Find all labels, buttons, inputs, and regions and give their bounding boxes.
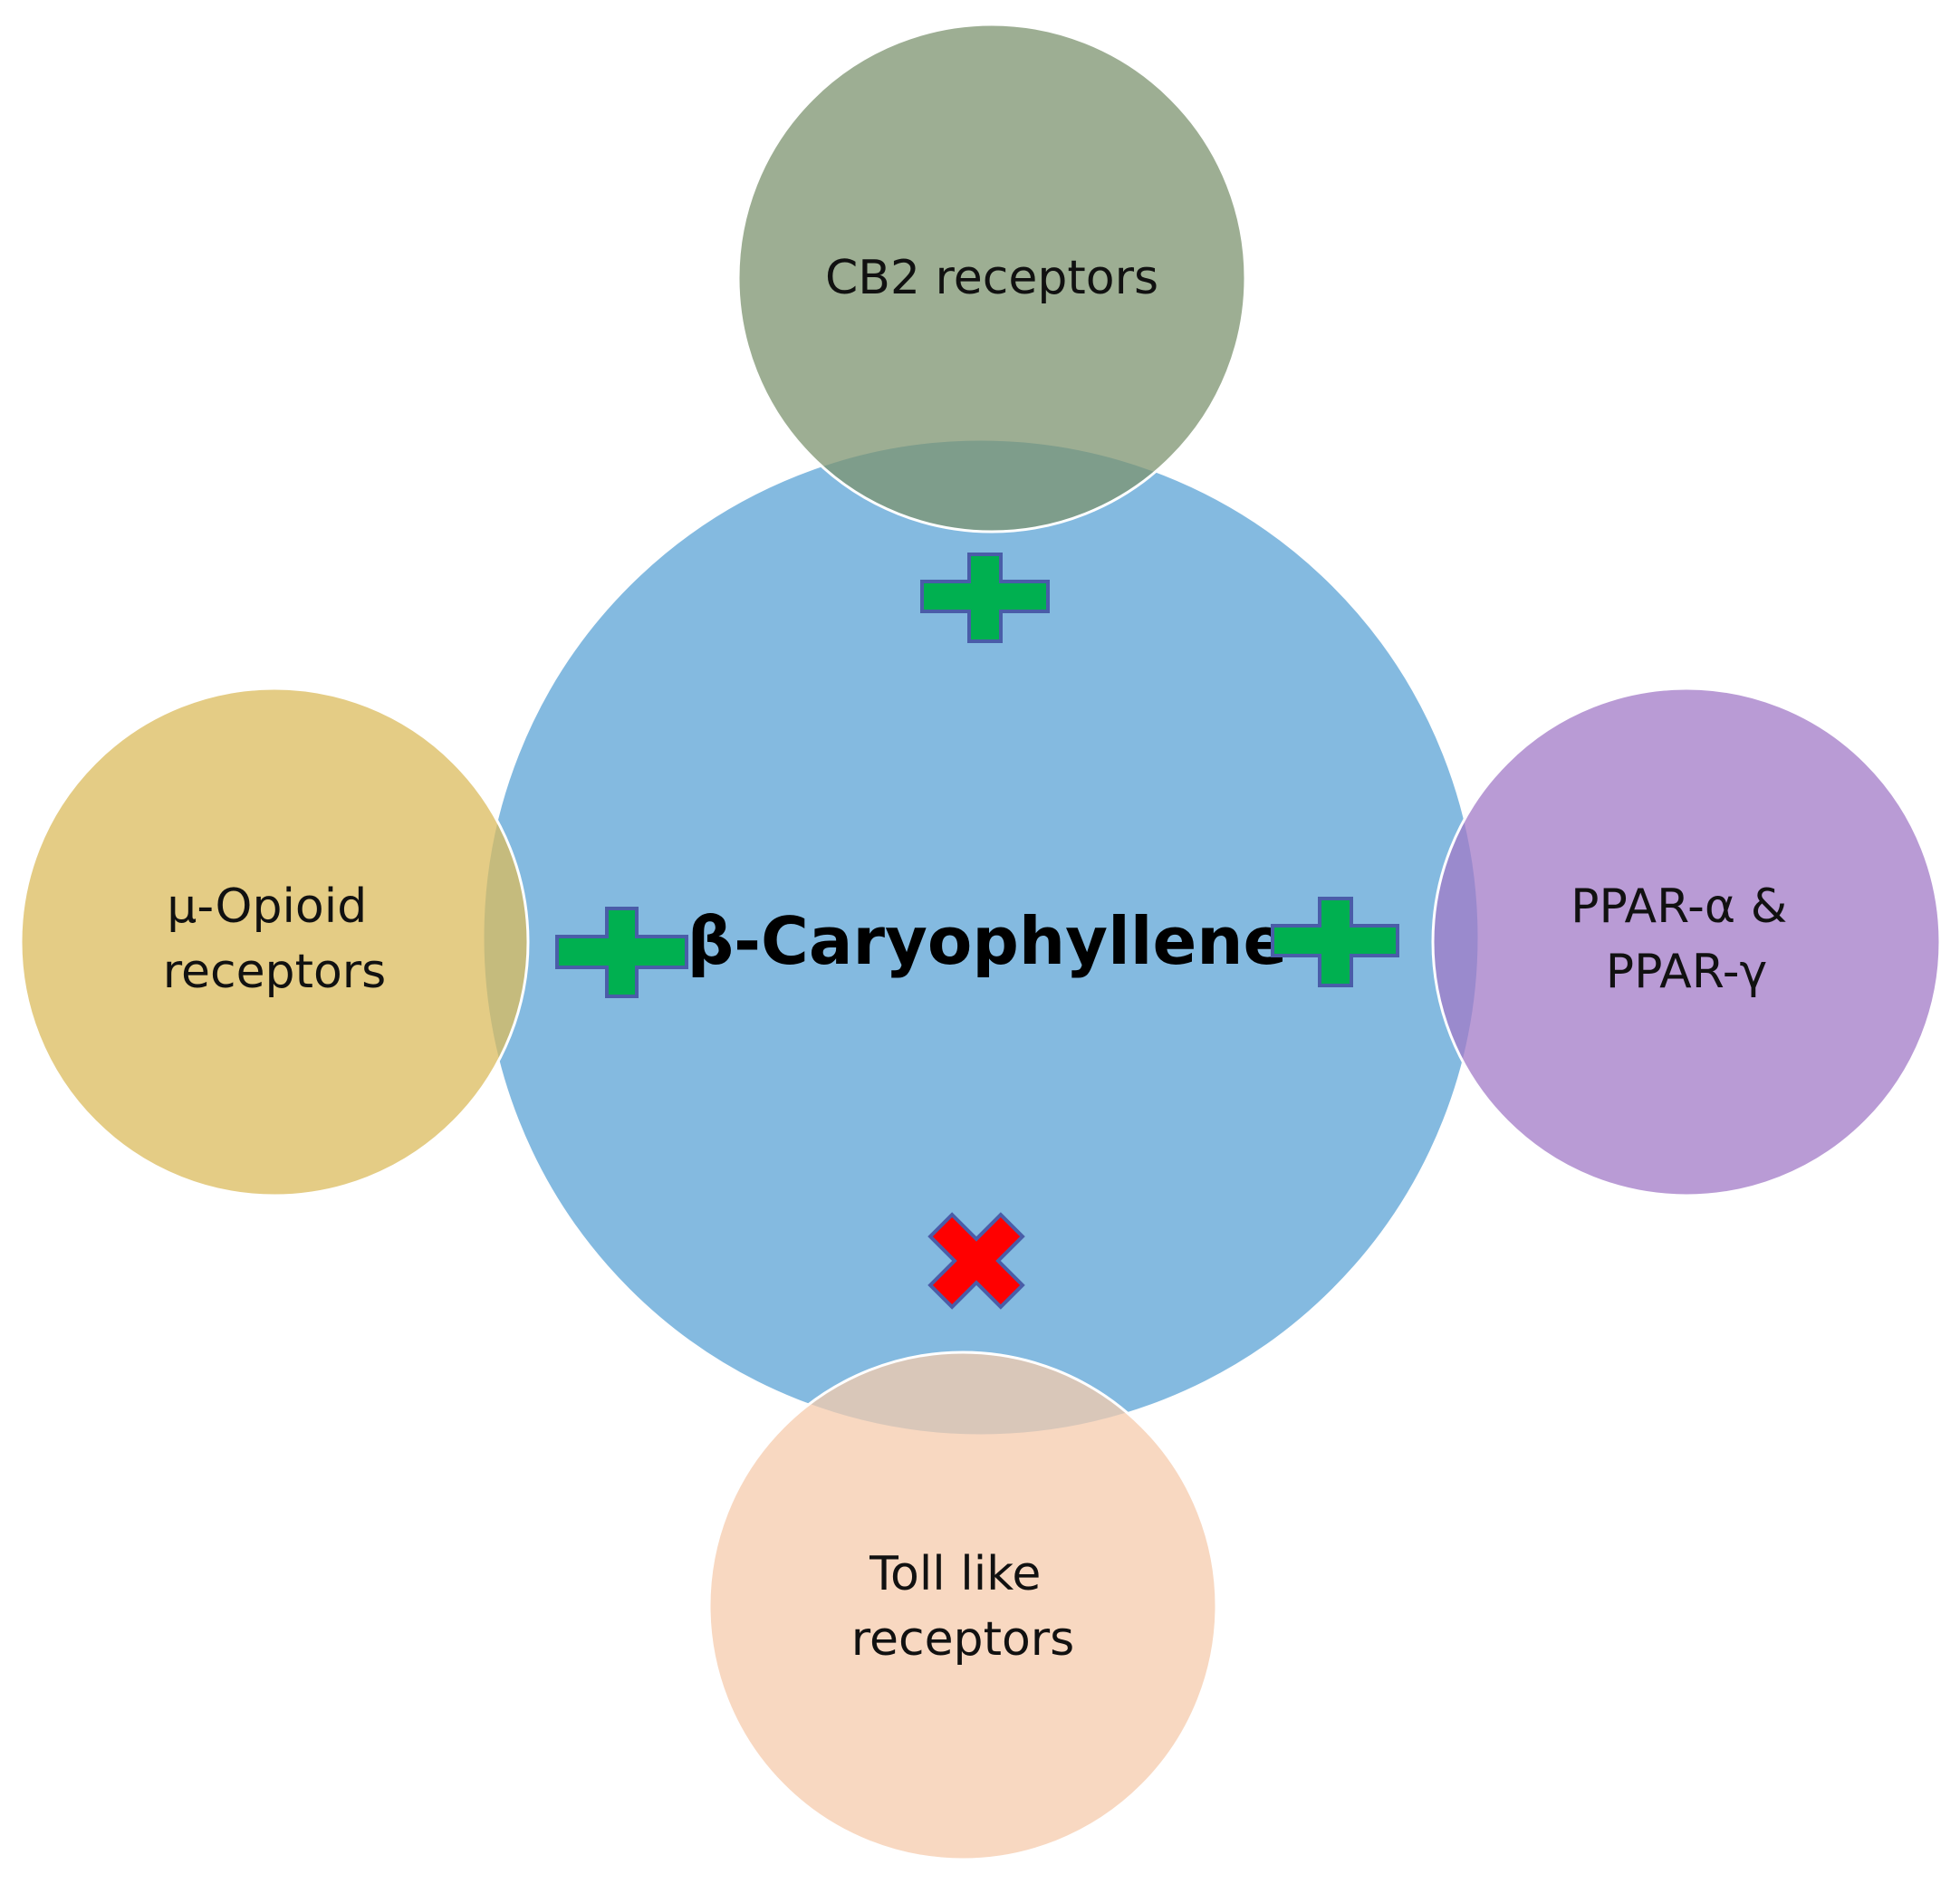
receptor-mu-opioid: µ-Opioid receptors [19, 687, 530, 1197]
mu-opioid-receptor-label-line-1: µ-Opioid [167, 880, 367, 934]
cb2-receptor-circle [736, 23, 1247, 533]
toll-like-receptor-label-line-1: Toll like [869, 1547, 1041, 1601]
mu-opioid-receptor-label-line-2: receptors [163, 945, 387, 999]
toll-like-receptor-label: Toll like receptors [851, 1547, 1075, 1667]
toll-like-receptor-circle [707, 1351, 1218, 1861]
mu-opioid-receptor-circle [19, 687, 530, 1197]
receptor-cb2: CB2 receptors [736, 23, 1247, 533]
receptor-ppar: PPAR-α & PPAR-γ [1431, 687, 1942, 1197]
cross-icon-bottom [927, 1212, 1025, 1310]
center-label: β-Caryophyllene [687, 903, 1288, 979]
cb2-receptor-label: CB2 receptors [825, 251, 1158, 305]
plus-icon-left [555, 907, 688, 998]
mu-opioid-receptor-label: µ-Opioid receptors [163, 880, 387, 999]
toll-like-receptor-label-line-2: receptors [851, 1612, 1075, 1667]
receptor-toll-like: Toll like receptors [707, 1351, 1218, 1861]
ppar-receptor-circle [1431, 687, 1942, 1197]
cb2-receptor-label-line-1: CB2 receptors [825, 251, 1158, 305]
ppar-receptor-label-line-2: PPAR-γ [1606, 945, 1768, 999]
plus-icon-right [1271, 897, 1399, 987]
ppar-receptor-label-line-1: PPAR-α & [1571, 880, 1787, 934]
ppar-receptor-label: PPAR-α & PPAR-γ [1571, 880, 1802, 999]
plus-icon-top [920, 553, 1050, 643]
